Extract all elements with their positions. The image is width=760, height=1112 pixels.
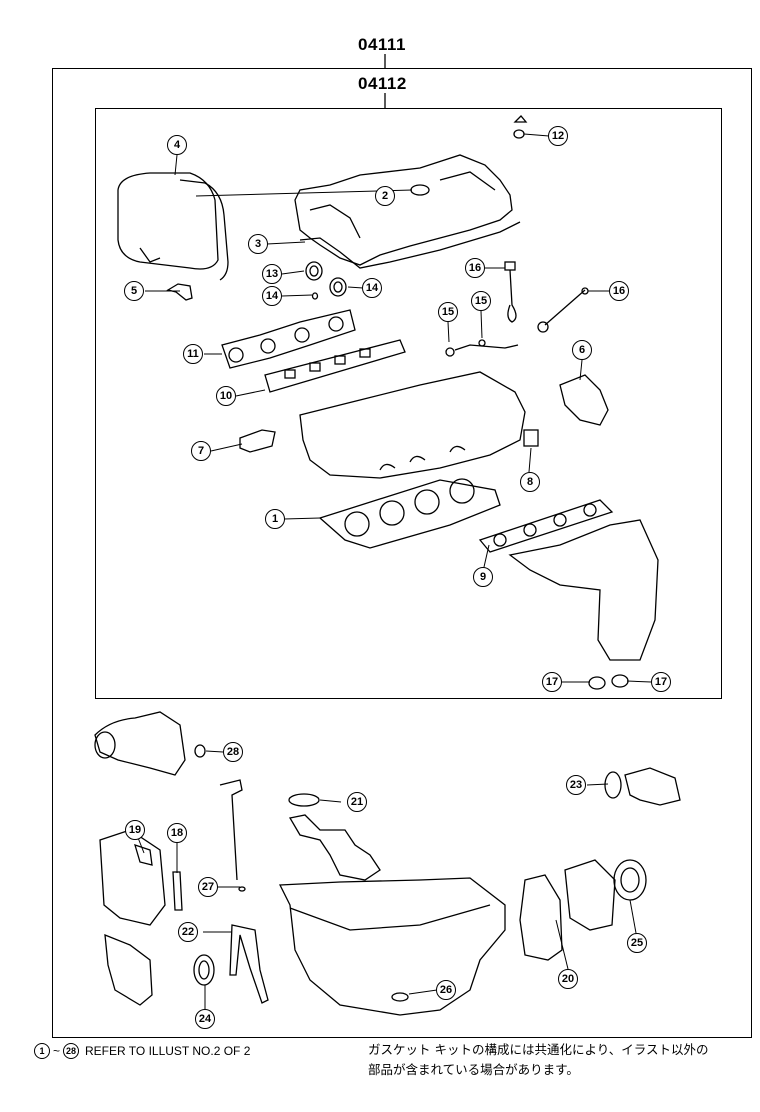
callout-21: 21: [347, 792, 367, 812]
gasket-7-drawing: [239, 429, 276, 453]
gasket-6-drawing: [559, 374, 609, 426]
kit-inner-frame: [95, 108, 722, 699]
water-inlet-drawing: [94, 711, 186, 776]
head-gasket-drawing: [318, 478, 501, 549]
callout-16-top: 16: [465, 258, 485, 278]
oil-pan-drawing: [278, 877, 506, 1016]
o-ring-17a-drawing: [588, 676, 606, 690]
seal-14b-drawing: [329, 277, 347, 297]
exhaust-manifold-drawing: [478, 499, 659, 661]
cap-12-drawing: [513, 129, 525, 139]
oil-seal-24-drawing: [193, 954, 215, 986]
seal-23-drawing: [604, 771, 622, 799]
intake-manifold-gasket-drawing: [221, 309, 356, 369]
gasket-18-drawing: [172, 871, 183, 911]
callout-19: 19: [125, 820, 145, 840]
range-tilde: ~: [53, 1044, 61, 1058]
callout-5: 5: [124, 281, 144, 301]
callout-18: 18: [167, 823, 187, 843]
range-end-callout: 28: [63, 1043, 80, 1059]
note-line-1: ガスケット キットの構成には共通化により、イラスト以外の: [368, 1042, 709, 1057]
footer-reference: 1 ~ 28 REFER TO ILLUST NO.2 OF 2: [34, 1043, 250, 1059]
gasket-21-drawing: [288, 793, 320, 807]
retainer-gasket-20-drawing: [519, 874, 563, 961]
dipstick-drawing: [219, 779, 243, 881]
cap-12-top-drawing: [513, 115, 528, 123]
gasket-5-drawing: [166, 283, 193, 301]
cylinder-head-cover-drawing: [294, 154, 521, 269]
water-outlet-drawing: [624, 767, 681, 806]
callout-25: 25: [627, 933, 647, 953]
o-ring-17b-drawing: [611, 674, 629, 688]
callout-15-right: 15: [471, 291, 491, 311]
callout-4: 4: [167, 135, 187, 155]
callout-7: 7: [191, 441, 211, 461]
sub-kit-code-label: 04112: [358, 74, 407, 93]
callout-28: 28: [223, 742, 243, 762]
callout-16-right: 16: [609, 281, 629, 301]
oil-strainer-drawing: [288, 814, 381, 881]
gasket-10-drawing: [264, 339, 406, 393]
range-start-callout: 1: [34, 1043, 50, 1059]
callout-15-left: 15: [438, 302, 458, 322]
callout-17-left: 17: [542, 672, 562, 692]
o-ring-28-drawing: [194, 744, 206, 758]
callout-14-right: 14: [362, 278, 382, 298]
callout-20: 20: [558, 969, 578, 989]
kit-outer-frame: [52, 68, 752, 1038]
timing-cover-lower-drawing: [99, 829, 166, 926]
seal-14a-drawing: [305, 261, 323, 281]
callout-11: 11: [183, 344, 203, 364]
callout-26: 26: [436, 980, 456, 1000]
footer-note: ガスケット キットの構成には共通化により、イラスト以外の 部品が含まれている場合…: [368, 1040, 738, 1080]
callout-2: 2: [375, 186, 395, 206]
callout-8: 8: [520, 472, 540, 492]
callout-9: 9: [473, 567, 493, 587]
timing-cover-bottom-drawing: [104, 933, 153, 1006]
gasket-8-drawing: [523, 429, 539, 447]
callout-17-right: 17: [651, 672, 671, 692]
callout-23: 23: [566, 775, 586, 795]
valve-drawing: [445, 261, 589, 357]
timing-cover-gasket-drawing: [117, 172, 229, 281]
gasket-22-drawing: [229, 924, 269, 1004]
cylinder-head-drawing: [299, 371, 526, 479]
callout-24: 24: [195, 1009, 215, 1029]
callout-14-left: 13: [262, 264, 282, 284]
callout-12: 12: [548, 126, 568, 146]
kit-code-label: 04111: [358, 35, 406, 54]
callout-6: 6: [572, 340, 592, 360]
callout-1: 1: [265, 509, 285, 529]
oil-seal-25-drawing: [613, 859, 647, 901]
callout-13: 14: [262, 286, 282, 306]
callout-10: 10: [216, 386, 236, 406]
o-ring-13-drawing: [311, 292, 319, 300]
callout-27: 27: [198, 877, 218, 897]
rear-retainer-drawing: [564, 859, 616, 931]
refer-text: REFER TO ILLUST NO.2 OF 2: [85, 1044, 251, 1058]
gasket-26-drawing: [391, 992, 409, 1002]
note-line-2: 部品が含まれている場合があります。: [368, 1062, 579, 1077]
callout-3: 3: [248, 234, 268, 254]
callout-22: 22: [178, 922, 198, 942]
